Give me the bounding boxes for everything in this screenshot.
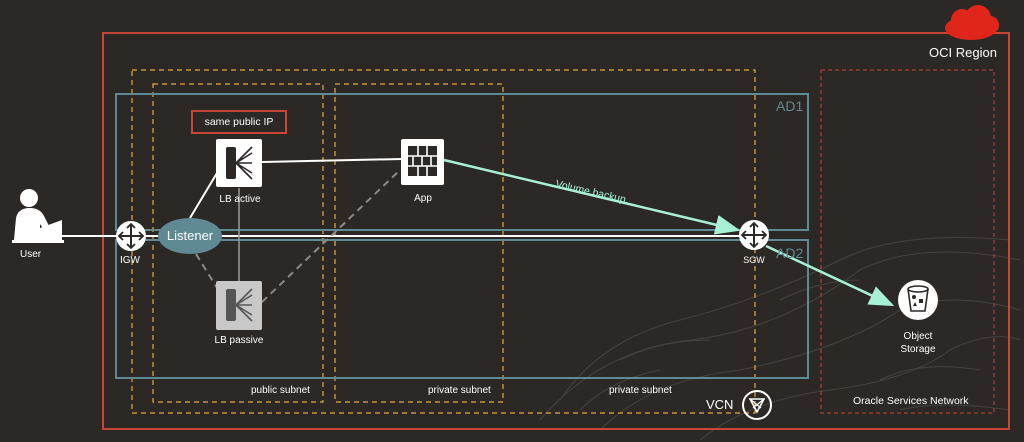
lb-passive-label: LB passive [214, 335, 264, 346]
igw-router-icon [116, 221, 146, 251]
cloud-icon [945, 5, 999, 40]
oracle-services-network-boundary [820, 69, 995, 414]
object-storage-bucket-icon [898, 280, 938, 320]
ad1-boundary [115, 93, 809, 231]
oci-region-boundary [102, 32, 1010, 430]
sgw-router-icon [739, 220, 769, 250]
ad2-boundary [115, 239, 809, 379]
app-label: App [414, 193, 432, 204]
lb-passive-icon [216, 281, 262, 330]
same-public-ip-label: same public IP [204, 116, 274, 128]
background-texture [539, 237, 1021, 441]
object-storage-label-line1: Object [903, 331, 933, 342]
app-grid-icon [401, 139, 444, 185]
private-subnet-label-2: private subnet [609, 385, 672, 396]
sgw-to-object-storage-arrow [765, 244, 895, 307]
same-public-ip-callout: same public IP [191, 110, 287, 134]
oci-region-label: OCI Region [929, 45, 997, 60]
vcn-label: VCN [706, 397, 734, 412]
object-storage-label-line2: Storage [900, 344, 936, 355]
lb-active-icon [216, 139, 262, 187]
public-subnet-label: public subnet [251, 385, 310, 396]
private-subnet-boundary [334, 83, 504, 403]
private-subnet-label: private subnet [428, 385, 491, 396]
listener-to-lb-active-link [189, 167, 221, 219]
lb-active-label: LB active [219, 194, 261, 205]
lb-active-to-app-link [261, 158, 403, 163]
ad1-label: AD1 [776, 98, 804, 114]
vcn-icon [742, 390, 772, 420]
volume-backup-arrow [443, 158, 741, 235]
ad2-label: AD2 [776, 245, 804, 261]
listener-label: Listener [166, 228, 214, 243]
lb-passive-to-app-link [261, 169, 401, 303]
user-label: User [20, 249, 42, 260]
sgw-label: SGW [743, 255, 765, 265]
listener-node [158, 218, 222, 254]
igw-label: IGW [120, 255, 140, 266]
oracle-services-network-label: Oracle Services Network [853, 395, 969, 407]
user-at-laptop-icon [12, 189, 64, 243]
